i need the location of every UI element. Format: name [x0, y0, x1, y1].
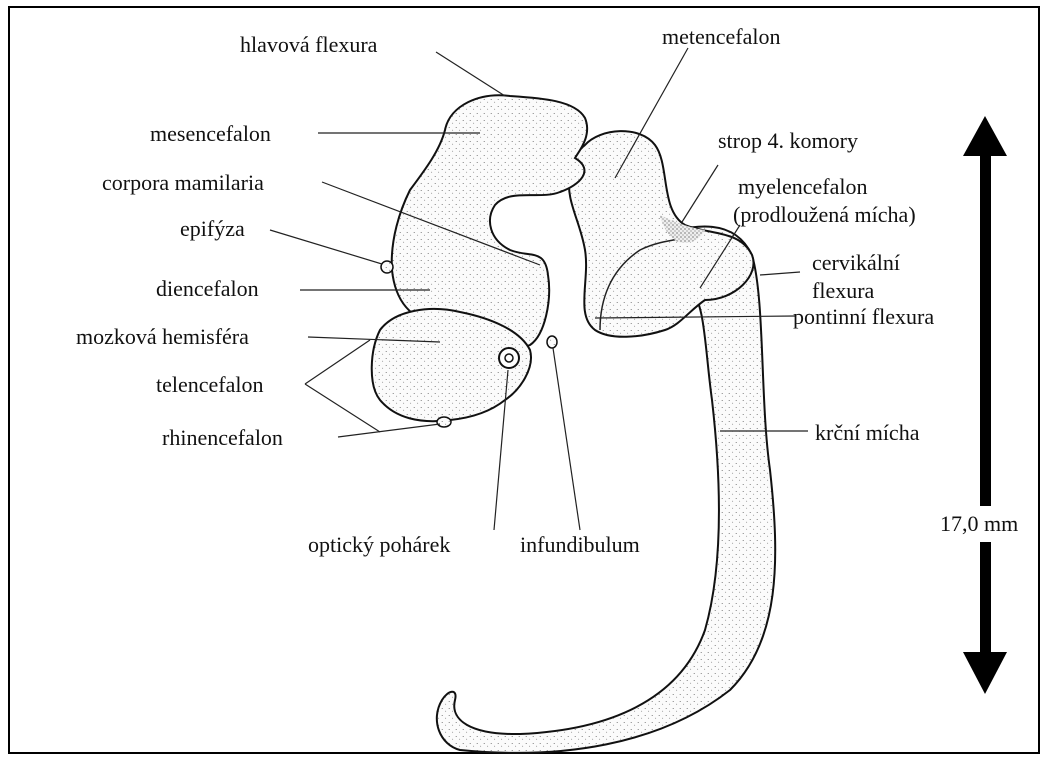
label-prodlouzena-micha: (prodloužená mícha): [733, 202, 916, 227]
label-pontinni-flexura: pontinní flexura: [793, 304, 934, 329]
label-flexura: flexura: [812, 278, 875, 303]
leader-infundibulum: [553, 348, 580, 530]
label-hlavova-flexura: hlavová flexura: [240, 32, 378, 57]
epiphysis-bump: [381, 261, 393, 273]
label-corpora-mamilaria: corpora mamilaria: [102, 170, 264, 195]
label-infundibulum: infundibulum: [520, 532, 640, 557]
leader-cervikalni-flexura: [760, 272, 800, 275]
scale-bar-lower-shaft: [980, 542, 991, 658]
scale-bar-top-arrowhead: [963, 116, 1007, 156]
label-opticky-poharek: optický pohárek: [308, 532, 450, 557]
leader-telencefalon-1: [305, 340, 370, 384]
label-diencefalon: diencefalon: [156, 276, 259, 301]
leader-telencefalon-2: [305, 384, 380, 432]
scale-bar-bottom-arrowhead: [963, 652, 1007, 694]
label-mozkova-hemisfera: mozková hemisféra: [76, 324, 249, 349]
label-mesencefalon: mesencefalon: [150, 121, 271, 146]
leader-rhinencefalon: [338, 424, 440, 437]
scale-bar: 17,0 mm: [940, 116, 1018, 694]
scale-bar-label: 17,0 mm: [940, 511, 1018, 536]
label-telencefalon: telencefalon: [156, 372, 264, 397]
leader-epifyza: [270, 230, 382, 264]
label-krcni-micha: krční mícha: [815, 420, 920, 445]
label-myelencefalon: myelencefalon: [738, 174, 868, 199]
label-epifyza: epifýza: [180, 216, 245, 241]
label-strop-4-komory: strop 4. komory: [718, 128, 858, 153]
infundibulum-bump: [547, 336, 557, 348]
scale-bar-upper-shaft: [980, 148, 991, 506]
label-rhinencefalon: rhinencefalon: [162, 425, 283, 450]
leader-strop-4-komory: [682, 165, 718, 222]
optic-cup-outer: [499, 348, 519, 368]
rhinencephalon-bump: [437, 417, 451, 427]
label-metencefalon: metencefalon: [662, 24, 781, 49]
leader-hlavova-flexura: [436, 52, 505, 96]
label-cervikalni: cervikální: [812, 250, 900, 275]
